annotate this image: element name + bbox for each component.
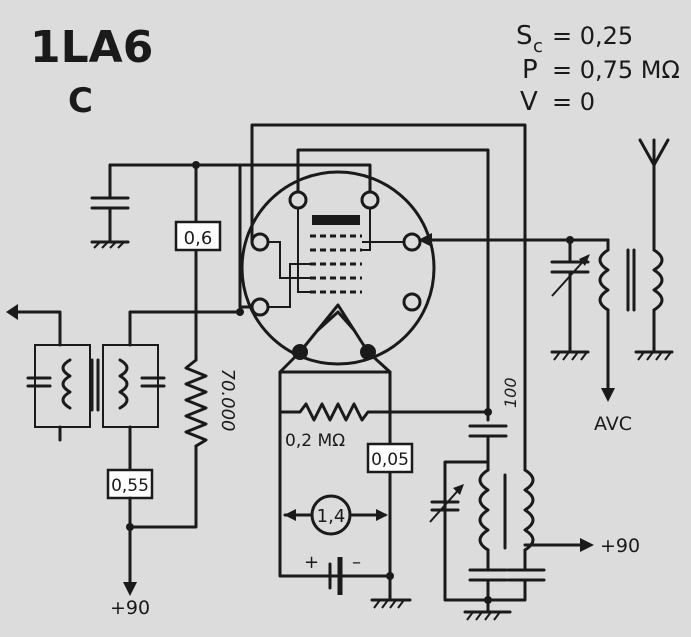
resistor-plate-label: 70.000 bbox=[217, 369, 238, 432]
battery-plus-label: + bbox=[304, 552, 319, 573]
ground-symbol bbox=[370, 598, 412, 609]
junction-dot bbox=[126, 523, 134, 531]
filament-voltage-circle bbox=[310, 494, 352, 536]
tube-pin bbox=[402, 232, 422, 252]
battery bbox=[328, 557, 343, 595]
tube-lead bbox=[268, 263, 310, 308]
cap-if-label: 0,55 bbox=[111, 476, 149, 496]
sc-subscript: c bbox=[533, 36, 543, 57]
tube-type-label: 1LA6 bbox=[30, 22, 153, 73]
supply-right-label: +90 bbox=[600, 535, 640, 557]
tube-pin bbox=[360, 190, 380, 210]
tube-lead bbox=[297, 208, 310, 293]
cap-osc-label: 100 bbox=[501, 377, 520, 408]
wire-filament-right bbox=[366, 350, 392, 602]
junction-dot bbox=[386, 572, 394, 580]
cap-cathode-box bbox=[366, 442, 414, 474]
tube-grids bbox=[310, 234, 362, 294]
filament-arrow-left bbox=[284, 509, 296, 521]
wire-filament-left bbox=[278, 350, 392, 578]
bypass-capacitor bbox=[90, 163, 130, 249]
tube-filament-inner bbox=[316, 310, 356, 332]
junction-dot bbox=[484, 408, 492, 416]
filament-voltage-label: 1,4 bbox=[317, 506, 346, 527]
p-value: = 0,75 MΩ bbox=[552, 56, 680, 84]
battery-minus-label: – bbox=[352, 552, 361, 573]
sc-value: = 0,25 bbox=[552, 22, 633, 50]
arrow-supply-left bbox=[123, 582, 137, 596]
wire-plate-return bbox=[128, 444, 198, 529]
wire-screen-top bbox=[250, 123, 527, 472]
resistor-grid-label: 0,2 MΩ bbox=[285, 431, 345, 451]
tube-plate bbox=[312, 215, 360, 225]
tube-pin bbox=[250, 297, 270, 317]
wire-plate-osc bbox=[296, 148, 490, 422]
tube-symbol bbox=[240, 170, 436, 366]
sc-label: S bbox=[516, 21, 533, 51]
antenna-circuit bbox=[418, 138, 674, 402]
cap-grid-label: 0,6 bbox=[184, 228, 213, 249]
junction-dot bbox=[484, 596, 492, 604]
if-transformer bbox=[6, 304, 242, 472]
junction-dot bbox=[236, 308, 244, 316]
tube-pin bbox=[402, 292, 422, 312]
v-value: = 0 bbox=[552, 88, 595, 116]
v-label: V bbox=[520, 87, 538, 117]
tube-lead bbox=[268, 241, 310, 279]
tube-pin bbox=[288, 190, 308, 210]
supply-left-label: +90 bbox=[110, 597, 150, 619]
avc-label: AVC bbox=[594, 413, 632, 435]
oscillator-circuit bbox=[429, 424, 594, 621]
filament-arrow-right bbox=[376, 509, 388, 521]
tube-filament bbox=[298, 303, 370, 354]
cap-cathode-label: 0,05 bbox=[371, 450, 409, 470]
wire-grid-top bbox=[203, 163, 372, 194]
resistor-plate bbox=[184, 358, 208, 448]
junction-dot bbox=[566, 236, 574, 244]
wire-left-grid bbox=[238, 163, 254, 309]
p-label: P bbox=[522, 55, 538, 85]
tube-envelope bbox=[240, 170, 436, 366]
resistor-grid bbox=[278, 402, 392, 422]
tube-pin bbox=[250, 232, 270, 252]
tube-variant-label: C bbox=[68, 81, 93, 121]
tube-lead bbox=[362, 208, 371, 251]
cap-grid-box bbox=[174, 220, 222, 252]
junction-dot bbox=[192, 161, 200, 169]
